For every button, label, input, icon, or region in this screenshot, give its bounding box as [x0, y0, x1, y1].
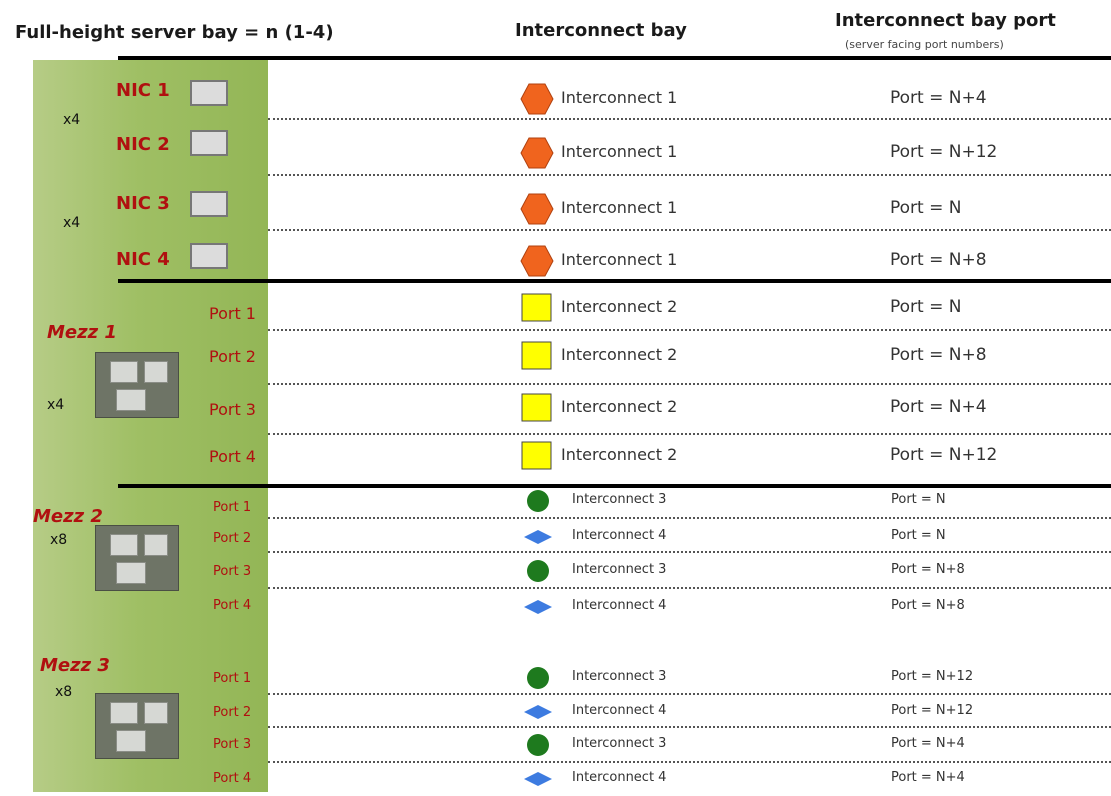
- row-divider: [268, 693, 1111, 695]
- interconnect-label: Interconnect 4: [572, 770, 667, 785]
- mezz-3-label: Mezz 3: [40, 655, 110, 676]
- section-divider-top: [118, 56, 1111, 60]
- header-interconnect-port-subtitle: (server facing port numbers): [845, 38, 1004, 51]
- row-divider: [268, 551, 1111, 553]
- green-circle-icon: [527, 560, 549, 582]
- yellow-square-icon: [521, 293, 552, 322]
- section-divider-nic-mezz1: [118, 279, 1111, 283]
- nic-1-label: NIC 1: [116, 80, 170, 101]
- port-number-label: Port = N: [891, 492, 946, 507]
- mezz-3-port-2-label: Port 2: [213, 705, 252, 720]
- port-number-label: Port = N+12: [890, 445, 998, 465]
- nic-4-port-icon: [190, 243, 228, 269]
- interconnect-label: Interconnect 1: [561, 198, 678, 217]
- port-number-label: Port = N+12: [891, 703, 974, 718]
- green-circle-icon: [527, 490, 549, 512]
- yellow-square-icon: [521, 393, 552, 422]
- interconnect-label: Interconnect 2: [561, 397, 678, 416]
- nic-2-label: NIC 2: [116, 134, 170, 155]
- interconnect-label: Interconnect 2: [561, 445, 678, 464]
- row-divider: [268, 383, 1111, 385]
- mezz-2-port-2-label: Port 2: [213, 531, 252, 546]
- green-circle-icon: [527, 667, 549, 689]
- header-interconnect-port: Interconnect bay port: [835, 10, 1056, 31]
- interconnect-label: Interconnect 2: [561, 345, 678, 364]
- row-divider: [268, 329, 1111, 331]
- nic-count-label: x4: [63, 215, 81, 231]
- port-number-label: Port = N: [890, 297, 962, 317]
- row-divider: [268, 229, 1111, 231]
- port-number-label: Port = N+4: [890, 88, 987, 108]
- blue-diamond-icon: [524, 530, 552, 544]
- header-server-bay: Full-height server bay = n (1-4): [15, 22, 334, 43]
- interconnect-label: Interconnect 4: [572, 598, 667, 613]
- port-number-label: Port = N+8: [890, 345, 987, 365]
- port-number-label: Port = N+4: [890, 397, 987, 417]
- nic-count-label: x4: [63, 112, 81, 128]
- port-number-label: Port = N+12: [890, 142, 998, 162]
- orange-hexagon-icon: [520, 137, 554, 169]
- mezz-3-card-image: [95, 693, 179, 759]
- mezz-1-port-2-label: Port 2: [209, 347, 256, 366]
- mezz-1-count: x4: [47, 397, 65, 413]
- row-divider: [268, 118, 1111, 120]
- port-number-label: Port = N: [890, 198, 962, 218]
- port-number-label: Port = N: [891, 528, 946, 543]
- mezz-1-port-3-label: Port 3: [209, 400, 256, 419]
- nic-1-port-icon: [190, 80, 228, 106]
- nic-3-label: NIC 3: [116, 193, 170, 214]
- interconnect-label: Interconnect 1: [561, 250, 678, 269]
- interconnect-label: Interconnect 2: [561, 297, 678, 316]
- port-number-label: Port = N+8: [890, 250, 987, 270]
- nic-3-port-icon: [190, 191, 228, 217]
- blue-diamond-icon: [524, 772, 552, 786]
- yellow-square-icon: [521, 441, 552, 470]
- port-number-label: Port = N+12: [891, 669, 974, 684]
- row-divider: [268, 726, 1111, 728]
- section-divider-mezz1-mezz2: [118, 484, 1111, 488]
- interconnect-label: Interconnect 3: [572, 492, 667, 507]
- mezz-3-port-4-label: Port 4: [213, 771, 252, 786]
- interconnect-label: Interconnect 1: [561, 142, 678, 161]
- row-divider: [268, 517, 1111, 519]
- port-number-label: Port = N+8: [891, 598, 965, 613]
- port-number-label: Port = N+8: [891, 562, 965, 577]
- green-circle-icon: [527, 734, 549, 756]
- interconnect-label: Interconnect 3: [572, 736, 667, 751]
- mezz-3-port-1-label: Port 1: [213, 671, 252, 686]
- blue-diamond-icon: [524, 705, 552, 719]
- port-number-label: Port = N+4: [891, 736, 965, 751]
- orange-hexagon-icon: [520, 193, 554, 225]
- interconnect-label: Interconnect 1: [561, 88, 678, 107]
- interconnect-label: Interconnect 3: [572, 562, 667, 577]
- mezz-1-port-1-label: Port 1: [209, 304, 256, 323]
- nic-4-label: NIC 4: [116, 249, 170, 270]
- interconnect-label: Interconnect 4: [572, 703, 667, 718]
- mezz-1-label: Mezz 1: [47, 322, 117, 343]
- mezz-1-card-image: [95, 352, 179, 418]
- mezz-3-count: x8: [55, 684, 73, 700]
- mezz-2-card-image: [95, 525, 179, 591]
- mezz-2-port-3-label: Port 3: [213, 564, 252, 579]
- port-number-label: Port = N+4: [891, 770, 965, 785]
- mezz-2-port-4-label: Port 4: [213, 598, 252, 613]
- row-divider: [268, 433, 1111, 435]
- mezz-3-port-3-label: Port 3: [213, 737, 252, 752]
- row-divider: [268, 761, 1111, 763]
- orange-hexagon-icon: [520, 83, 554, 115]
- yellow-square-icon: [521, 341, 552, 370]
- row-divider: [268, 174, 1111, 176]
- mezz-2-port-1-label: Port 1: [213, 500, 252, 515]
- mezz-2-count: x8: [50, 532, 68, 548]
- blue-diamond-icon: [524, 600, 552, 614]
- header-interconnect-bay: Interconnect bay: [515, 20, 687, 41]
- mezz-2-label: Mezz 2: [33, 506, 103, 527]
- mezz-1-port-4-label: Port 4: [209, 447, 256, 466]
- row-divider: [268, 587, 1111, 589]
- server-bay-panel: [33, 60, 268, 792]
- interconnect-label: Interconnect 4: [572, 528, 667, 543]
- interconnect-label: Interconnect 3: [572, 669, 667, 684]
- orange-hexagon-icon: [520, 245, 554, 277]
- nic-2-port-icon: [190, 130, 228, 156]
